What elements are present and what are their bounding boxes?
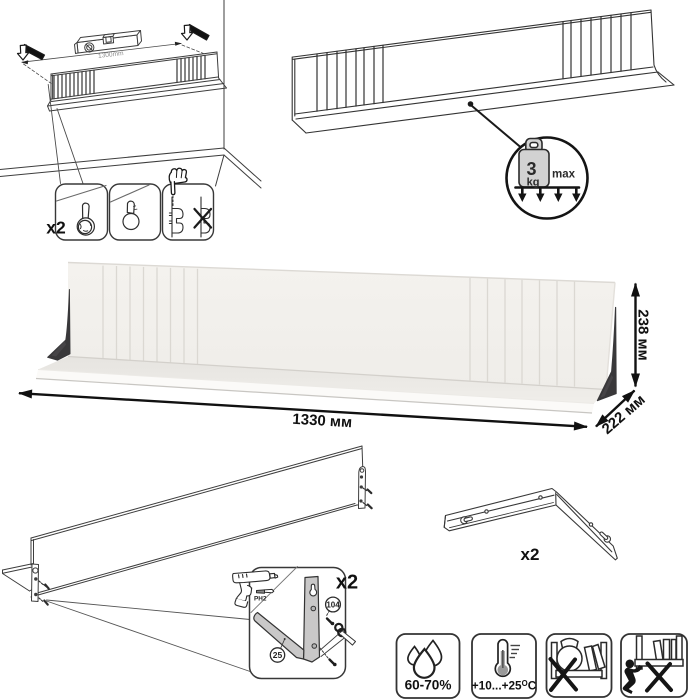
svg-text:3: 3 <box>526 159 536 179</box>
svg-text:max: max <box>552 169 576 181</box>
svg-text:x2: x2 <box>336 572 358 594</box>
svg-text:1300mm: 1300mm <box>98 50 125 60</box>
svg-text:+10...+25OC: +10...+25OC <box>472 679 537 693</box>
svg-text:238 мм: 238 мм <box>635 309 652 360</box>
svg-text:60-70%: 60-70% <box>405 678 452 693</box>
svg-text:222 мм: 222 мм <box>599 391 649 438</box>
svg-text:104: 104 <box>326 601 340 610</box>
svg-text:kg: kg <box>527 177 540 189</box>
svg-text:1330 мм: 1330 мм <box>292 411 353 432</box>
svg-text:x2: x2 <box>46 218 66 238</box>
svg-text:PH2: PH2 <box>254 596 267 603</box>
svg-text:25: 25 <box>273 650 283 660</box>
svg-text:x2: x2 <box>521 545 540 564</box>
